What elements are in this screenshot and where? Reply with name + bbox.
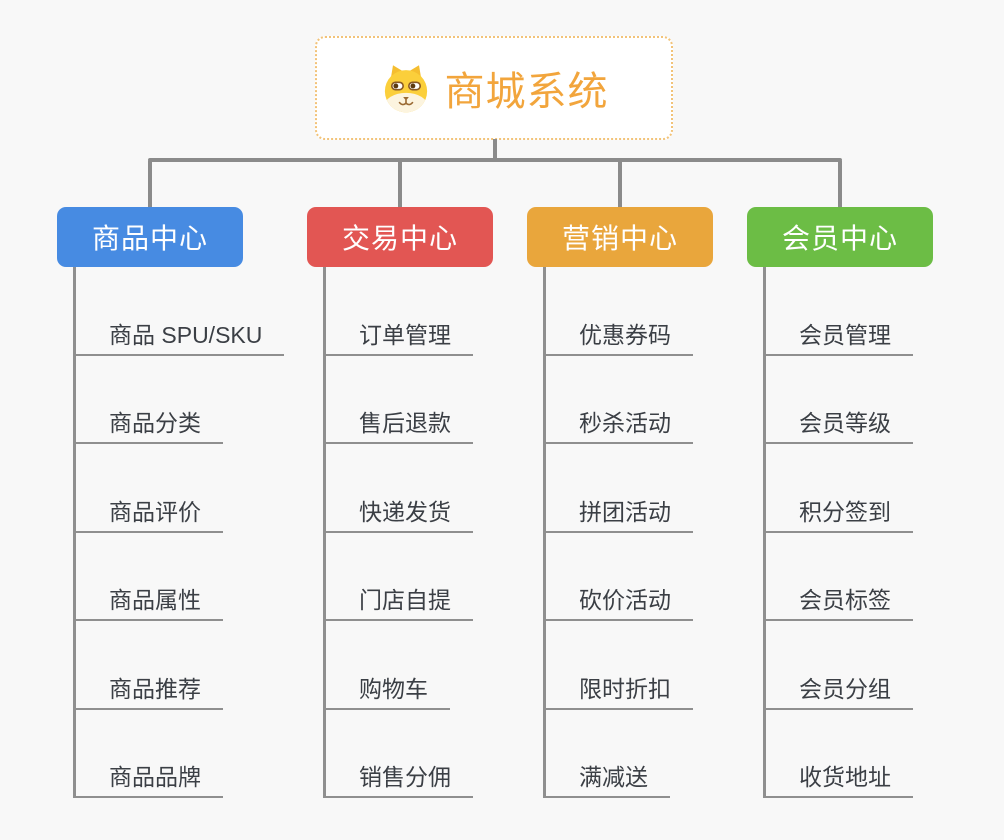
child-node[interactable]: 限时折扣 (546, 621, 693, 710)
child-node[interactable]: 会员管理 (766, 267, 913, 356)
connector-drop-products (148, 161, 152, 208)
connector-root-stem (493, 139, 497, 159)
dog-face-icon (384, 65, 427, 113)
child-node[interactable]: 秒杀活动 (546, 356, 693, 444)
branch-members: 会员中心 会员管理 会员等级 积分签到 会员标签 会员分组 收货地址 (747, 207, 933, 798)
child-node[interactable]: 会员分组 (766, 621, 913, 710)
child-node[interactable]: 收货地址 (766, 710, 913, 798)
child-node[interactable]: 商品 SPU/SKU (76, 267, 285, 356)
branch-members-children: 会员管理 会员等级 积分签到 会员标签 会员分组 收货地址 (763, 267, 913, 798)
child-node[interactable]: 门店自提 (326, 533, 473, 621)
branch-header-members[interactable]: 会员中心 (747, 207, 933, 267)
child-node[interactable]: 快递发货 (326, 444, 473, 533)
child-node[interactable]: 订单管理 (326, 267, 473, 356)
root-node[interactable]: 商城系统 (315, 36, 673, 140)
branch-products: 商品中心 商品 SPU/SKU 商品分类 商品评价 商品属性 商品推荐 商品品牌 (57, 207, 285, 798)
branch-header-marketing[interactable]: 营销中心 (527, 207, 713, 267)
connector-drop-marketing (618, 161, 622, 208)
child-node[interactable]: 商品属性 (76, 533, 223, 621)
connector-horizontal-bar (148, 158, 842, 162)
root-title: 商城系统 (444, 70, 609, 114)
child-node[interactable]: 销售分佣 (326, 710, 473, 798)
child-node[interactable]: 商品评价 (76, 444, 223, 533)
child-node[interactable]: 优惠券码 (546, 267, 693, 356)
child-node[interactable]: 商品品牌 (76, 710, 223, 798)
child-node[interactable]: 商品分类 (76, 356, 223, 444)
branch-header-products[interactable]: 商品中心 (57, 207, 243, 267)
child-node[interactable]: 满减送 (546, 710, 670, 798)
branch-trade: 交易中心 订单管理 售后退款 快递发货 门店自提 购物车 销售分佣 (307, 207, 493, 798)
child-node[interactable]: 会员标签 (766, 533, 913, 621)
child-node[interactable]: 会员等级 (766, 356, 913, 444)
child-node[interactable]: 拼团活动 (546, 444, 693, 533)
branch-marketing: 营销中心 优惠券码 秒杀活动 拼团活动 砍价活动 限时折扣 满减送 (527, 207, 713, 798)
child-node[interactable]: 砍价活动 (546, 533, 693, 621)
branch-marketing-children: 优惠券码 秒杀活动 拼团活动 砍价活动 限时折扣 满减送 (543, 267, 693, 798)
connector-drop-members (838, 161, 842, 208)
child-node[interactable]: 购物车 (326, 621, 450, 710)
branch-trade-children: 订单管理 售后退款 快递发货 门店自提 购物车 销售分佣 (323, 267, 473, 798)
child-node[interactable]: 积分签到 (766, 444, 913, 533)
child-node[interactable]: 商品推荐 (76, 621, 223, 710)
connector-drop-trade (398, 161, 402, 208)
child-node[interactable]: 售后退款 (326, 356, 473, 444)
branch-header-trade[interactable]: 交易中心 (307, 207, 493, 267)
branch-products-children: 商品 SPU/SKU 商品分类 商品评价 商品属性 商品推荐 商品品牌 (73, 267, 285, 798)
